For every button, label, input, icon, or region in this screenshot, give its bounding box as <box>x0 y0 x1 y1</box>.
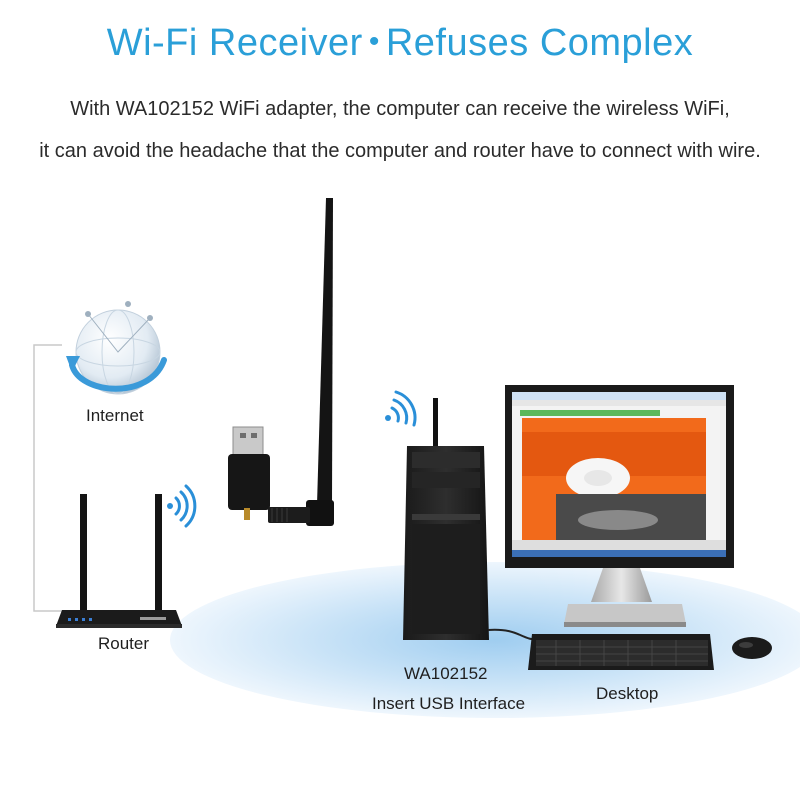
tower-pc-icon <box>403 398 541 641</box>
keyboard-icon <box>528 634 714 670</box>
title-part-2: Refuses Complex <box>385 22 694 64</box>
insert-usb-label: Insert USB Interface <box>372 694 526 713</box>
wifi-signal-icon <box>385 390 417 427</box>
description-line-1: With WA102152 WiFi adapter, the computer… <box>70 98 730 120</box>
title-separator: • <box>368 25 380 58</box>
description-line-2: it can avoid the headache that the compu… <box>39 140 761 162</box>
router-icon <box>56 494 182 628</box>
monitor-icon <box>505 385 734 627</box>
title-part-1: Wi-Fi Receiver <box>106 22 363 64</box>
usb-adapter-icon <box>228 198 334 526</box>
internet-label: Internet <box>86 406 144 425</box>
desktop-label: Desktop <box>596 684 659 703</box>
page-title: Wi-Fi Receiver•Refuses Complex <box>0 22 800 65</box>
mouse-icon <box>732 637 772 659</box>
wifi-signal-icon <box>167 484 197 528</box>
internet-router-connection-line <box>33 344 62 612</box>
router-label: Router <box>98 634 150 653</box>
adapter-model-label: WA102152 <box>404 664 488 683</box>
globe-icon <box>66 301 167 395</box>
